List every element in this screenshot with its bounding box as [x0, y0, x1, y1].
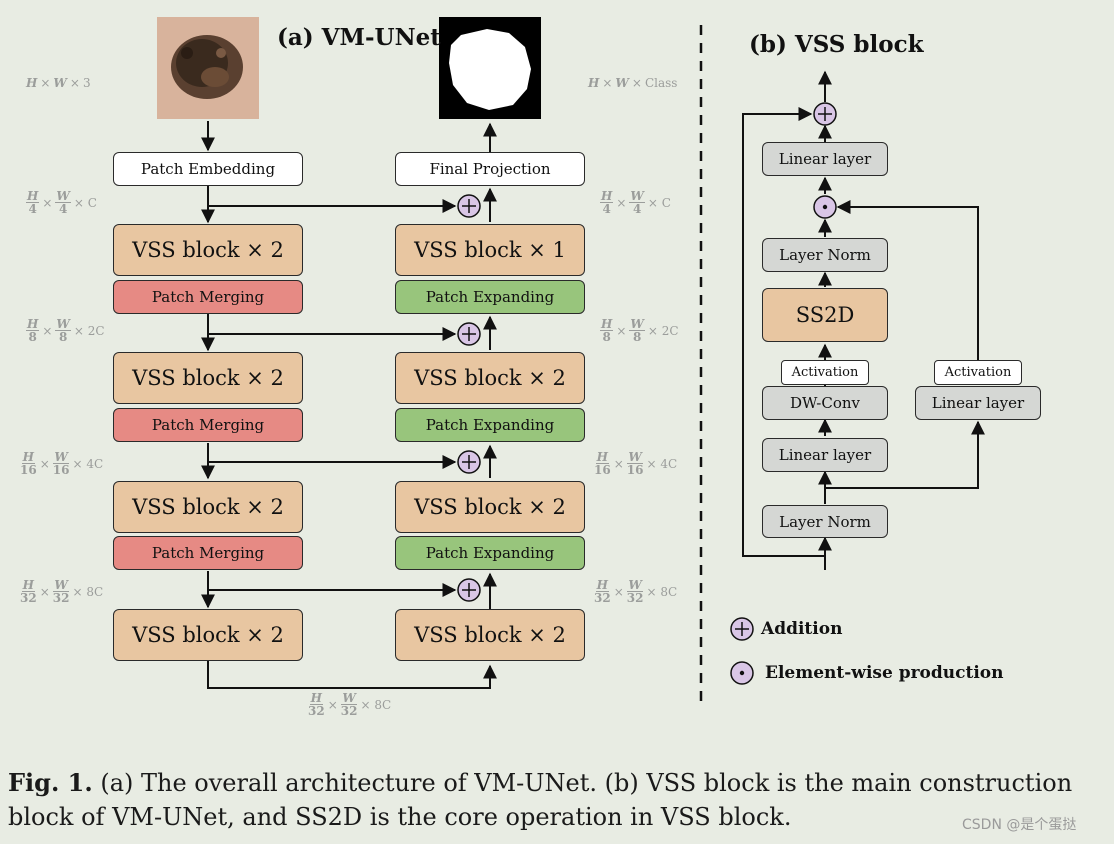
linear-layer-top: Linear layer [762, 142, 888, 176]
watermark: CSDN @是个蛋挞 [962, 817, 1077, 833]
input-lesion-image [157, 17, 259, 119]
patch-merging-box-2: Patch Merging [113, 408, 303, 442]
output-mask-image [439, 17, 541, 119]
patch-merging-box-1: Patch Merging [113, 280, 303, 314]
decoder-vss-block-1: VSS block × 1 [395, 224, 585, 276]
decoder-vss-block-3: VSS block × 2 [395, 481, 585, 533]
caption-text: (a) The overall architecture of VM-UNet.… [8, 769, 1073, 831]
encoder-vss-block-4: VSS block × 2 [113, 609, 303, 661]
patch-merging-box-3: Patch Merging [113, 536, 303, 570]
patch-expanding-box-1: Patch Expanding [395, 280, 585, 314]
panel-b-title: (b) VSS block [749, 31, 924, 58]
legend-elementwise-label: Element-wise production [765, 663, 1004, 683]
encoder-vss-block-3: VSS block × 2 [113, 481, 303, 533]
activation-right: Activation [934, 360, 1022, 385]
caption-label: Fig. 1. [8, 768, 93, 797]
operator-nodes-b [813, 102, 837, 219]
decoder-vss-block-2: VSS block × 2 [395, 352, 585, 404]
ss2d-box: SS2D [762, 288, 888, 342]
patch-expanding-box-2: Patch Expanding [395, 408, 585, 442]
dw-conv-box: DW-Conv [762, 386, 888, 420]
panel-a-title: (a) VM-UNet [277, 24, 441, 51]
segmentation-mask-icon [449, 29, 531, 110]
encoder-vss-block-2: VSS block × 2 [113, 352, 303, 404]
encoder-vss-block-1: VSS block × 2 [113, 224, 303, 276]
figure-caption: Fig. 1. (a) The overall architecture of … [8, 766, 1098, 834]
activation-left: Activation [781, 360, 869, 385]
linear-layer-mid: Linear layer [762, 438, 888, 472]
layer-norm-top: Layer Norm [762, 238, 888, 272]
patch-expanding-box-3: Patch Expanding [395, 536, 585, 570]
lesion-image-icon [171, 35, 243, 99]
input-dim-label: H×W×3 [26, 76, 91, 90]
decoder-vss-block-4: VSS block × 2 [395, 609, 585, 661]
linear-layer-right: Linear layer [915, 386, 1041, 420]
final-projection-box: Final Projection [395, 152, 585, 186]
addition-nodes-a [457, 194, 481, 602]
layer-norm-bottom: Layer Norm [762, 505, 888, 538]
legend-addition-label: Addition [761, 619, 843, 639]
output-dim-label: H×W×Class [588, 76, 678, 90]
patch-embedding-box: Patch Embedding [113, 152, 303, 186]
